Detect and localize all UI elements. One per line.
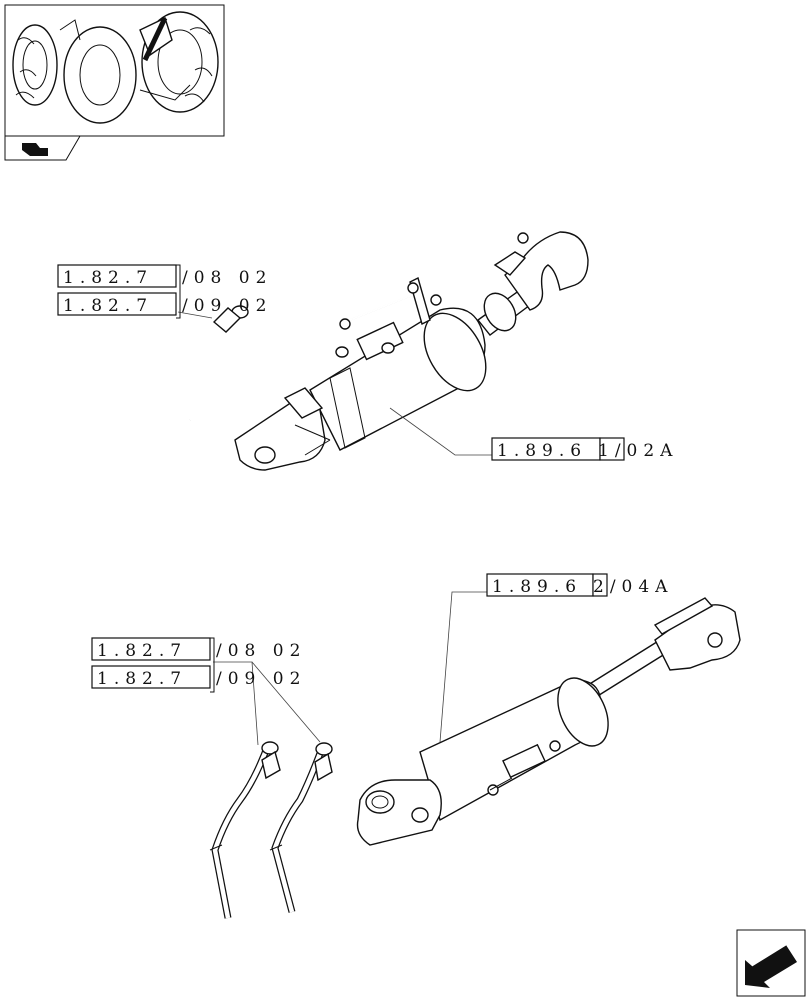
tractor-tab-icon[interactable]: [4, 135, 81, 161]
ref-label-bottom-left-1[interactable]: 1.82.7 /08 02: [91, 637, 306, 661]
top-hydraulic-cylinder: [188, 231, 589, 471]
ref-suffix: 2/04A: [593, 577, 673, 597]
ref-code: 1.82.7: [97, 641, 187, 661]
ref-suffix: 1/02A: [598, 441, 678, 461]
ref-label-top-right[interactable]: 1.89.6 1/02A: [491, 437, 678, 461]
ref-suffix: /09 02: [216, 669, 306, 689]
ref-code: 1.82.7: [63, 268, 153, 288]
ref-code: 1.89.6: [497, 441, 587, 461]
ref-code: 1.89.6: [492, 577, 582, 597]
ref-code: 1.82.7: [63, 296, 153, 316]
ref-label-top-left-1[interactable]: 1.82.7 /08 02: [57, 264, 272, 288]
arrow-nav-icon[interactable]: [736, 929, 806, 997]
ref-label-top-left-2[interactable]: 1.82.7 /09 02: [57, 292, 272, 316]
ref-label-bottom-left-2[interactable]: 1.82.7 /09 02: [91, 665, 306, 689]
tractor-thumbnail-icon[interactable]: [4, 4, 225, 137]
ref-code: 1.82.7: [97, 669, 187, 689]
leader-lines: [177, 311, 492, 746]
ref-label-bottom-right[interactable]: 1.89.6 2/04A: [486, 573, 673, 597]
ref-suffix: /08 02: [216, 641, 306, 661]
bottom-hydraulic-cylinder: [209, 597, 741, 919]
ref-suffix: /09 02: [182, 296, 272, 316]
ref-suffix: /08 02: [182, 268, 272, 288]
